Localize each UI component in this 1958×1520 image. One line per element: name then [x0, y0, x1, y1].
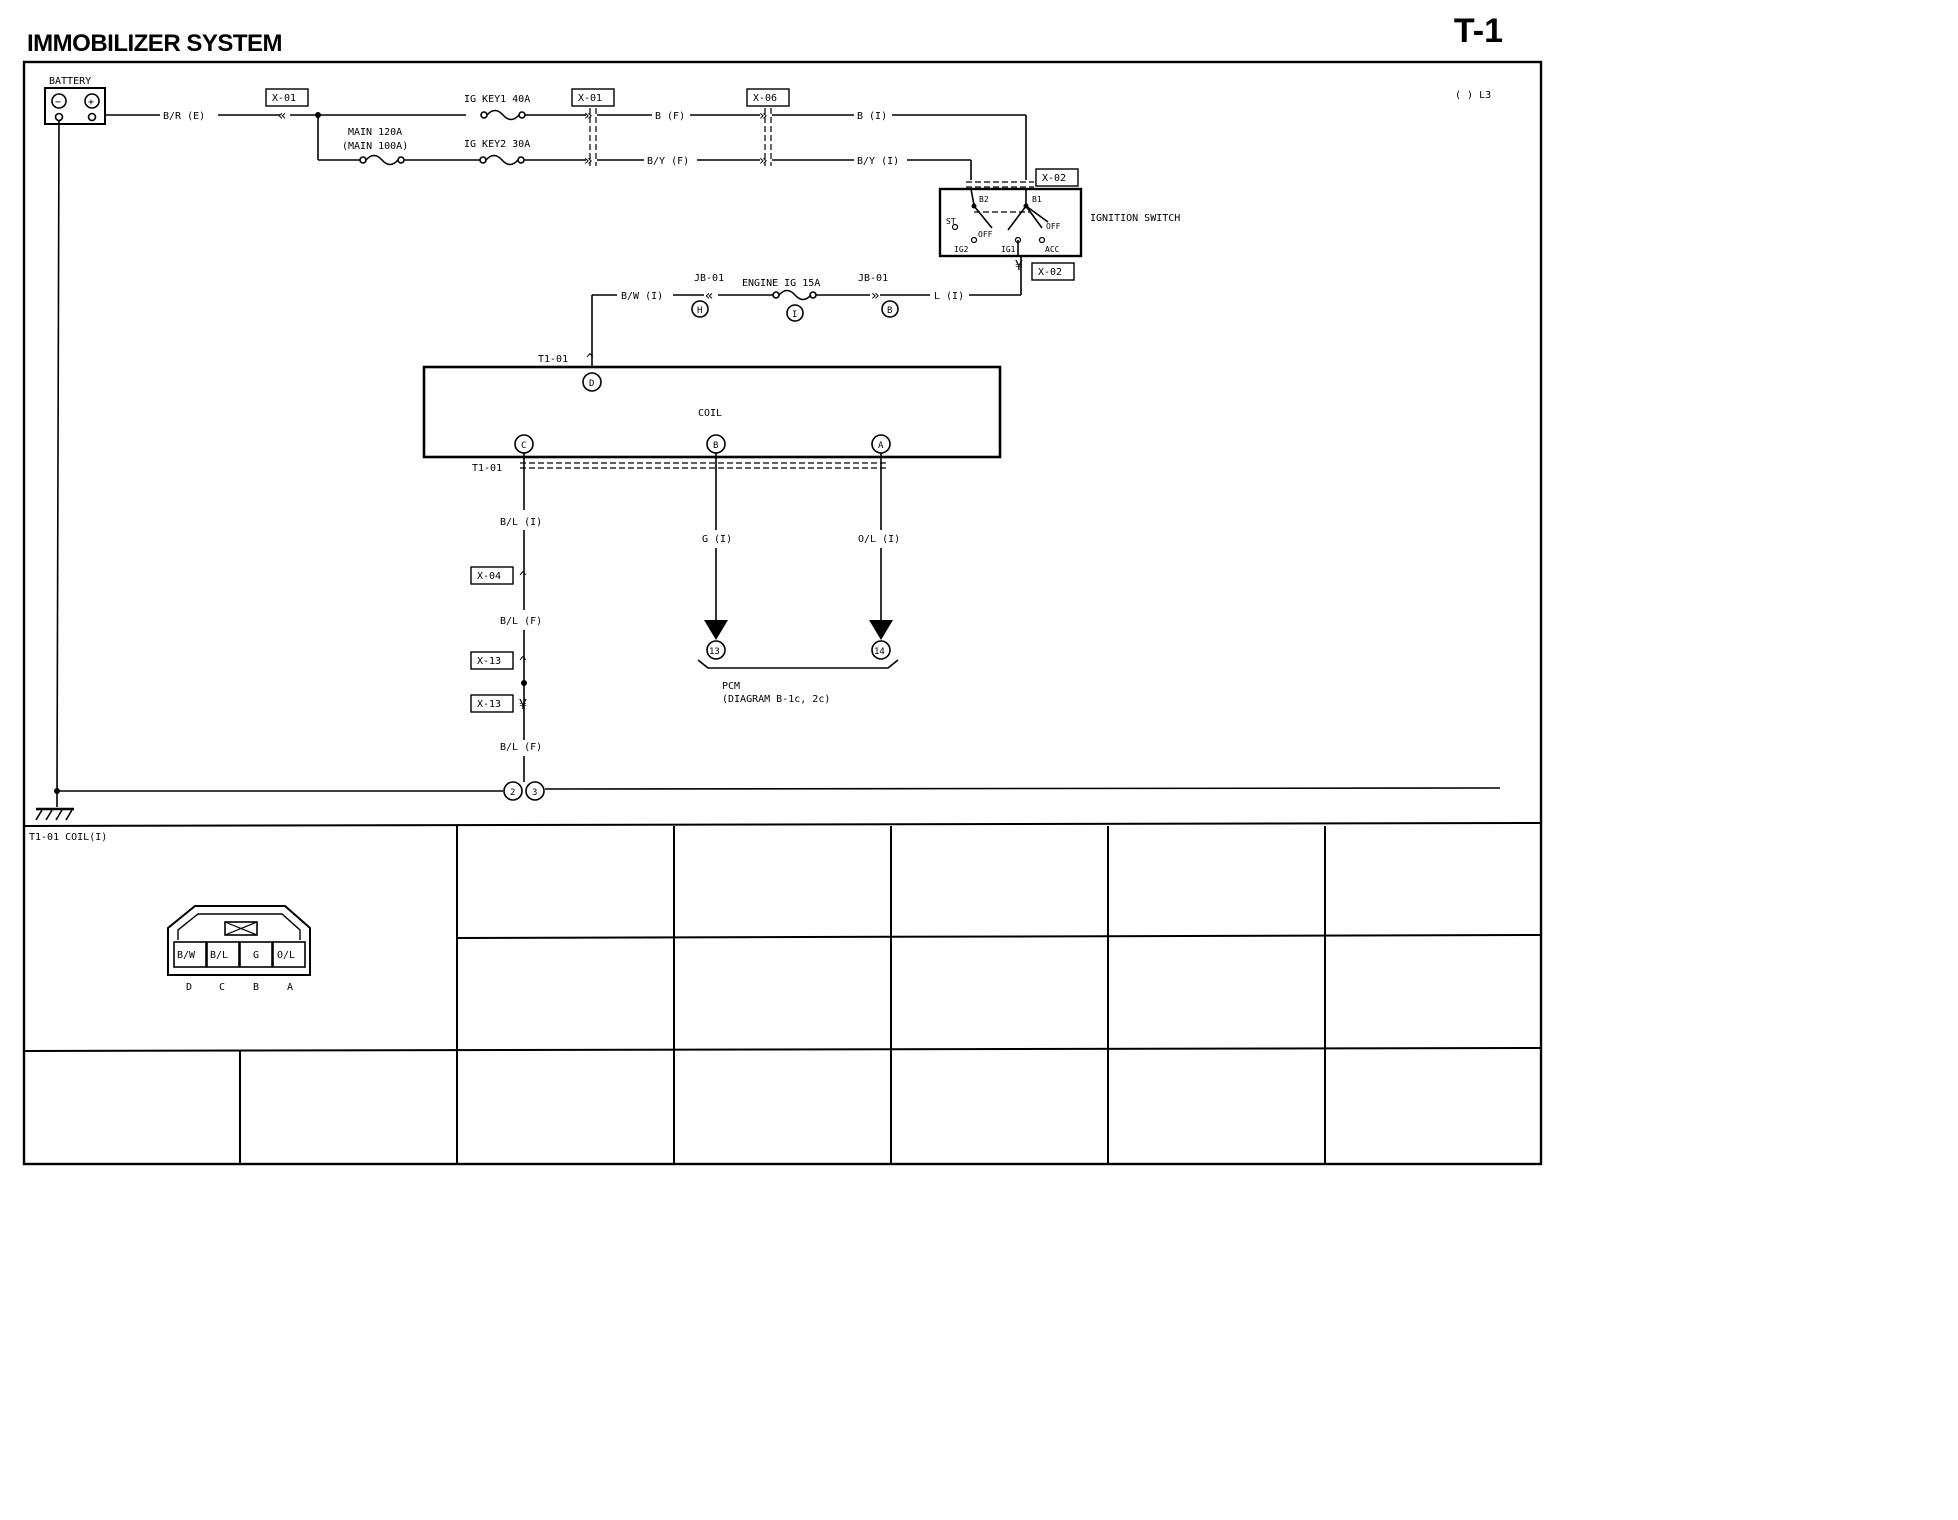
wire-g-i: G (I): [702, 534, 732, 545]
fuse-main-alt: (MAIN 100A): [342, 141, 408, 152]
ground-symbol: [35, 807, 74, 821]
conn-x04: X-04: [477, 571, 501, 582]
svg-text:»: »: [759, 108, 767, 124]
ground-pt-2: 2: [510, 788, 515, 798]
svg-text:»: »: [584, 153, 592, 169]
pin-c: C: [219, 982, 225, 993]
wire-b-i: B (I): [857, 111, 887, 122]
svg-text:»: »: [871, 288, 879, 304]
coil-pin-c: C: [521, 441, 526, 451]
conn-x02-top: X-02: [1042, 173, 1066, 184]
pcm-pin-13: 13: [709, 647, 720, 657]
svg-text:»: »: [584, 108, 592, 124]
ref-code: ( ) L3: [1455, 90, 1491, 101]
ign-off2: OFF: [1046, 222, 1061, 231]
battery-neg: −: [55, 97, 61, 108]
ground-pt-3: 3: [532, 788, 537, 798]
svg-text:«: «: [278, 108, 286, 124]
coil-pin-d: D: [589, 379, 594, 389]
conn-x02-bot: X-02: [1038, 267, 1062, 278]
wire-bl-f1: B/L (F): [500, 616, 542, 627]
ignition-switch: X-02 B2 B1 ST OFF OFF IG2 IG1 ACC IGNITI…: [938, 168, 1180, 295]
wire-ol-i: O/L (I): [858, 534, 900, 545]
conn-x01a: X-01: [272, 93, 296, 104]
pcm-label: PCM: [722, 681, 740, 692]
ign-b2: B2: [979, 195, 989, 204]
svg-text:^: ^: [519, 655, 527, 670]
pin-a: A: [287, 982, 293, 993]
wire-br-e: B/R (E): [163, 111, 205, 122]
svg-text:«: «: [705, 288, 713, 304]
conn-x13a: X-13: [477, 656, 501, 667]
svg-text:¥: ¥: [1015, 259, 1023, 274]
jb-pin-b: B: [887, 306, 892, 316]
ign-ig1: IG1: [1001, 245, 1016, 254]
svg-text:»: »: [759, 153, 767, 169]
fuse-engine-ig: ENGINE IG 15A: [742, 278, 820, 289]
ign-b1: B1: [1032, 195, 1042, 204]
cell-bw: B/W: [177, 950, 196, 961]
page-title: IMMOBILIZER SYSTEM: [27, 30, 283, 57]
battery-pos: +: [88, 97, 94, 108]
coil-label: COIL: [698, 408, 722, 419]
conn-jb01a: JB-01: [694, 273, 724, 284]
connector-view-title: T1-01 COIL(I): [29, 832, 107, 843]
svg-text:^: ^: [586, 352, 594, 367]
pin-d: D: [186, 982, 192, 993]
pcm-diagram: (DIAGRAM B-1c, 2c): [722, 694, 830, 705]
svg-text:^: ^: [519, 570, 527, 585]
fuse-main: MAIN 120A: [348, 127, 402, 138]
conn-jb01b: JB-01: [858, 273, 888, 284]
coil-pin-b: B: [713, 441, 718, 451]
ign-st: ST: [946, 217, 956, 226]
coil-box: [422, 365, 1002, 459]
diagram-frame: [22, 60, 1543, 1166]
fuse-igkey2: IG KEY2 30A: [464, 139, 530, 150]
connector-view-t101: T1-01 COIL(I) B/W B/L G O/L D C B A: [29, 832, 311, 993]
conn-x06: X-06: [753, 93, 777, 104]
conn-t101-top: T1-01: [538, 354, 568, 365]
wire-by-i: B/Y (I): [857, 156, 899, 167]
reference-grid: [23, 822, 1542, 1164]
ign-acc: ACC: [1045, 245, 1060, 254]
cell-bl: B/L: [210, 950, 228, 961]
conn-t101-bot: T1-01: [472, 463, 502, 474]
fuse-igkey1: IG KEY1 40A: [464, 94, 530, 105]
wire-bl-f2: B/L (F): [500, 742, 542, 753]
battery: BATTERY − +: [44, 76, 106, 125]
ign-off1: OFF: [978, 230, 993, 239]
wire-b-f: B (F): [655, 111, 685, 122]
wire-bw-i: B/W (I): [621, 291, 663, 302]
conn-x13b: X-13: [477, 699, 501, 710]
cell-g: G: [253, 950, 259, 961]
conn-x01b: X-01: [578, 93, 602, 104]
wire-l-i: L (I): [934, 291, 964, 302]
cell-ol: O/L: [277, 950, 295, 961]
ignition-switch-label: IGNITION SWITCH: [1090, 213, 1180, 224]
ign-ig2: IG2: [954, 245, 969, 254]
pcm-pin-14: 14: [874, 647, 885, 657]
battery-label: BATTERY: [49, 76, 91, 87]
jb-pin-i: I: [792, 310, 797, 320]
coil-pin-a: A: [878, 441, 884, 451]
svg-text:¥: ¥: [519, 698, 527, 713]
wiring-diagram: ( ) L3 BATTERY − + B/R (E) « X-01 IG KEY…: [22, 60, 1543, 1166]
wire-by-f: B/Y (F): [647, 156, 689, 167]
page-code: T-1: [1453, 12, 1503, 50]
pin-b: B: [253, 982, 259, 993]
jb-pin-h: H: [697, 306, 702, 316]
wire-bl-i: B/L (I): [500, 517, 542, 528]
